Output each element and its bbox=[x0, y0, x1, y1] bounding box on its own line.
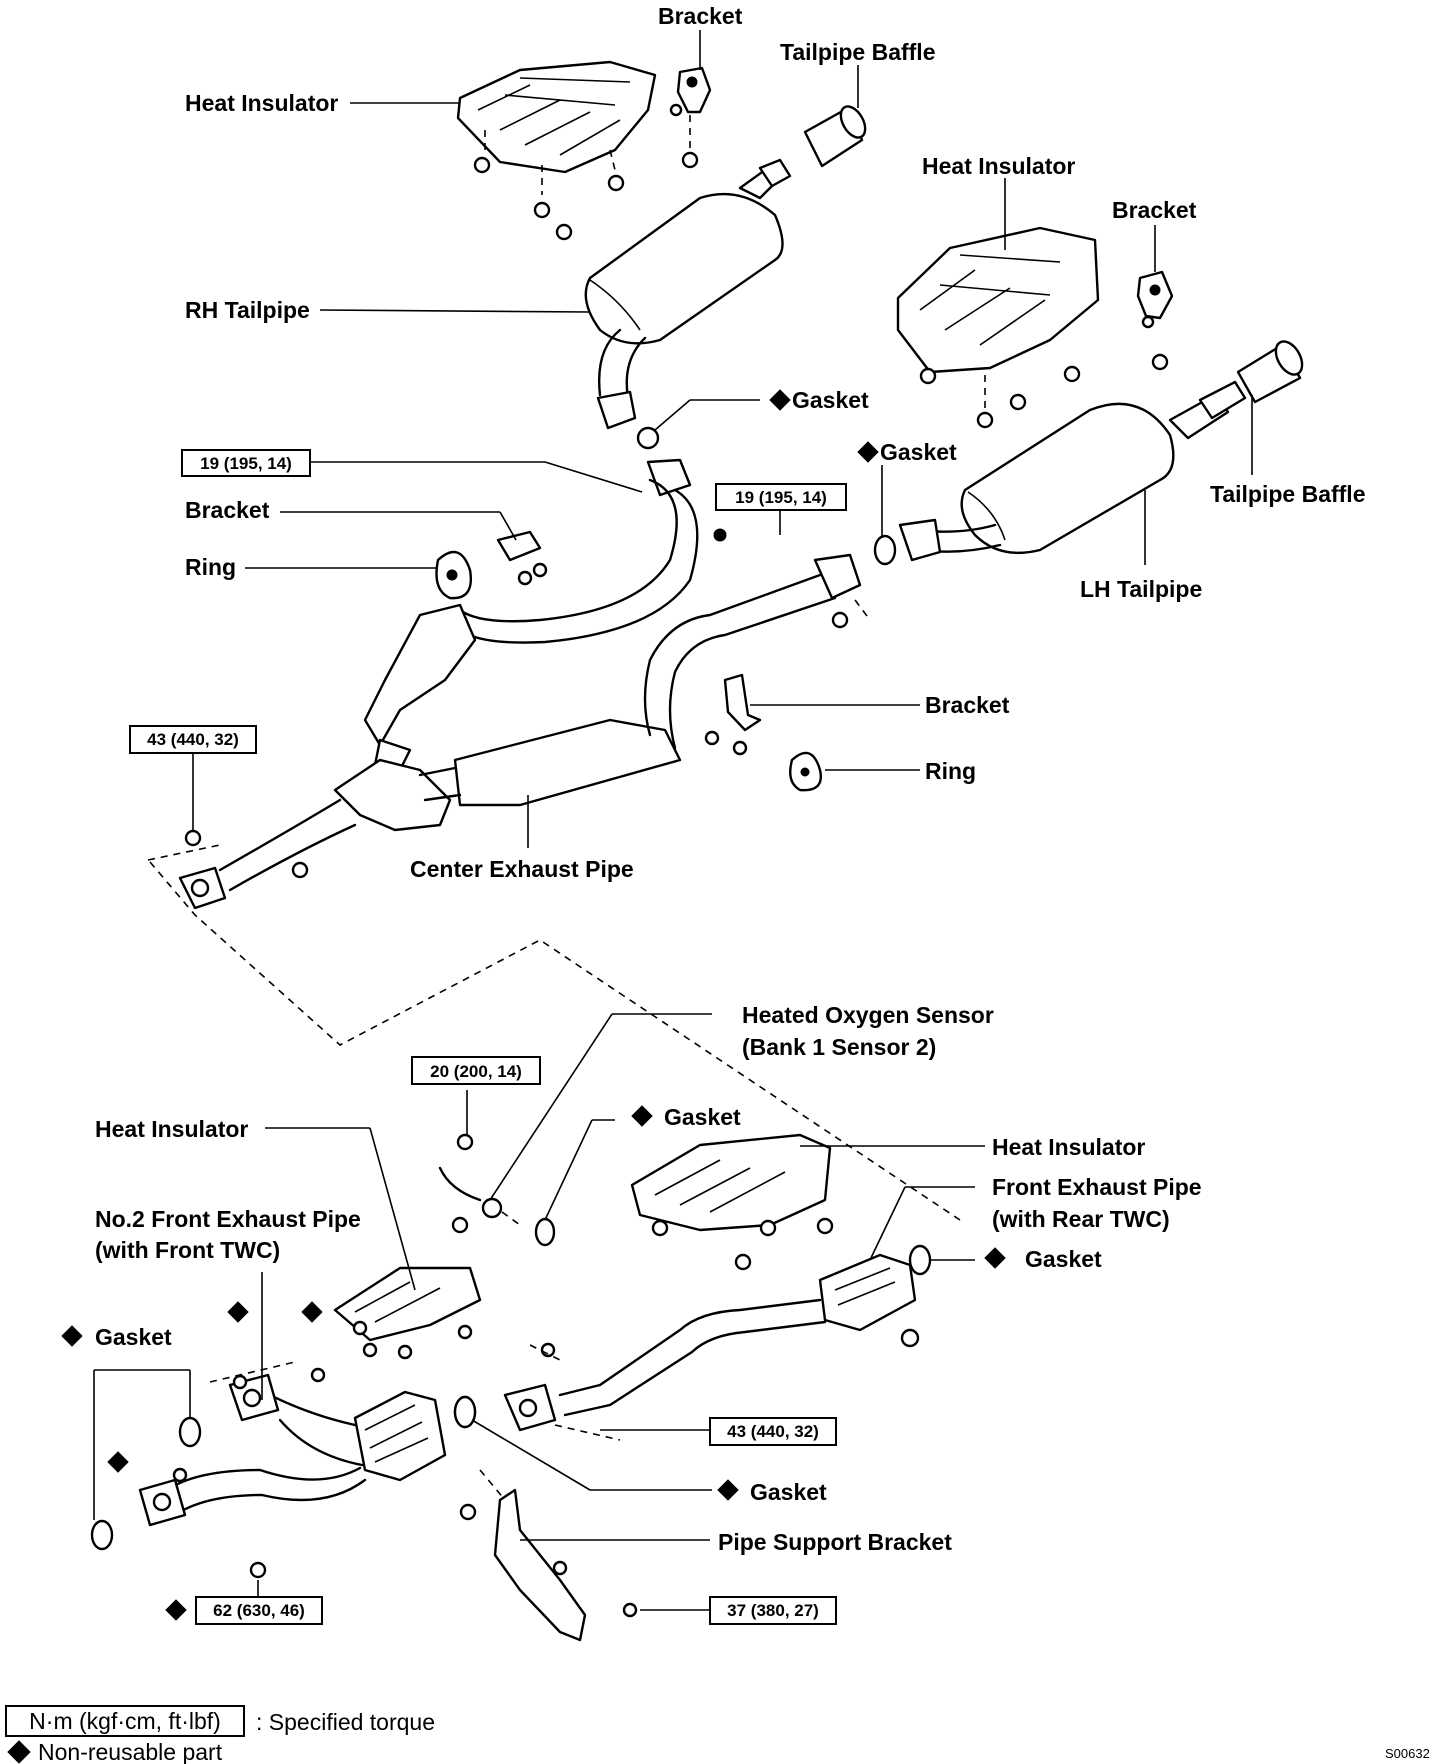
label-rh-tailpipe: RH Tailpipe bbox=[185, 297, 310, 323]
diamond-icon bbox=[61, 1325, 83, 1347]
heat-insulator-lower-left-part bbox=[333, 1266, 482, 1360]
label-ring-right: Ring bbox=[925, 758, 976, 784]
front-exhaust-pipe-part bbox=[453, 1244, 932, 1441]
bracket-mid-right-part bbox=[704, 673, 762, 756]
tailpipe-baffle-right-part bbox=[1236, 340, 1304, 404]
torque-box-62: 62 (630, 46) bbox=[195, 1596, 323, 1625]
gasket-lh-part bbox=[873, 534, 897, 566]
label-bracket-top: Bracket bbox=[658, 3, 743, 29]
torque-box-19-right: 19 (195, 14) bbox=[715, 483, 847, 511]
label-heat-insulator-top-right: Heat Insulator bbox=[922, 153, 1075, 179]
label-tailpipe-baffle-top: Tailpipe Baffle bbox=[780, 39, 936, 65]
label-bracket-mid-left: Bracket bbox=[185, 497, 270, 523]
torque-box-43-upper: 43 (440, 32) bbox=[129, 725, 257, 754]
diamond-icon bbox=[857, 441, 879, 463]
svg-text:19 (195, 14): 19 (195, 14) bbox=[735, 488, 827, 507]
bracket-top-part bbox=[669, 66, 712, 169]
svg-text:43 (440, 32): 43 (440, 32) bbox=[727, 1422, 819, 1441]
diamond-icon bbox=[301, 1301, 323, 1323]
diamond-icon bbox=[227, 1301, 249, 1323]
label-front-exhaust-pipe-2: (with Rear TWC) bbox=[992, 1206, 1170, 1232]
label-lh-tailpipe: LH Tailpipe bbox=[1080, 576, 1202, 602]
heat-insulator-lower-right-part bbox=[630, 1133, 834, 1271]
label-heat-insulator-lower-right: Heat Insulator bbox=[992, 1134, 1145, 1160]
diamond-icon bbox=[631, 1105, 653, 1127]
legend-torque-box bbox=[5, 1705, 245, 1737]
legend-torque-text: : Specified torque bbox=[256, 1709, 435, 1735]
label-no2-front-pipe-1: No.2 Front Exhaust Pipe bbox=[95, 1206, 361, 1232]
label-gasket-rh: Gasket bbox=[792, 387, 869, 413]
svg-text:19 (195, 14): 19 (195, 14) bbox=[200, 454, 292, 473]
label-heat-insulator-lower-left: Heat Insulator bbox=[95, 1116, 248, 1142]
label-no2-front-pipe-2: (with Front TWC) bbox=[95, 1237, 280, 1263]
diamond-icon bbox=[7, 1740, 31, 1764]
label-heat-insulator-top-left: Heat Insulator bbox=[185, 90, 338, 116]
label-ring-left: Ring bbox=[185, 554, 236, 580]
label-front-exhaust-pipe-1: Front Exhaust Pipe bbox=[992, 1174, 1202, 1200]
label-tailpipe-baffle-right: Tailpipe Baffle bbox=[1210, 481, 1366, 507]
label-gasket-lh: Gasket bbox=[880, 439, 957, 465]
diamond-icon bbox=[165, 1599, 187, 1621]
bracket-top-right-part bbox=[1136, 270, 1174, 371]
legend-torque-units: N·m (kgf·cm, ft·lbf) bbox=[29, 1708, 221, 1734]
figure-code: S00632 bbox=[1385, 1746, 1430, 1761]
lh-tailpipe-part bbox=[898, 380, 1247, 562]
label-gasket-lower-center: Gasket bbox=[750, 1479, 827, 1505]
center-exhaust-pipe-part bbox=[178, 458, 871, 910]
tailpipe-baffle-top-part bbox=[803, 105, 867, 168]
rh-tailpipe-part bbox=[584, 158, 792, 450]
leader-lines bbox=[93, 30, 1253, 1611]
legend: N·m (kgf·cm, ft·lbf) : Specified torque … bbox=[5, 1705, 435, 1764]
diamond-icon bbox=[717, 1479, 739, 1501]
svg-text:20 (200, 14): 20 (200, 14) bbox=[430, 1062, 522, 1081]
label-bracket-top-right: Bracket bbox=[1112, 197, 1197, 223]
ring-left-part bbox=[435, 550, 472, 600]
torque-box-20: 20 (200, 14) bbox=[411, 1056, 541, 1085]
pipe-support-bracket-part bbox=[459, 1469, 638, 1642]
non-reusable-markers bbox=[61, 389, 1006, 1621]
heat-insulator-top-left-part bbox=[456, 60, 657, 241]
label-center-exhaust-pipe: Center Exhaust Pipe bbox=[410, 856, 634, 882]
heated-oxygen-sensor-part bbox=[438, 1133, 556, 1247]
svg-text:43 (440, 32): 43 (440, 32) bbox=[147, 730, 239, 749]
diamond-icon bbox=[984, 1247, 1006, 1269]
ring-right-part bbox=[789, 751, 822, 792]
label-bracket-mid-right: Bracket bbox=[925, 692, 1010, 718]
diamond-icon bbox=[769, 389, 791, 411]
label-pipe-support-bracket: Pipe Support Bracket bbox=[718, 1529, 952, 1555]
label-gasket-lower-mid: Gasket bbox=[664, 1104, 741, 1130]
label-gasket-lower-left: Gasket bbox=[95, 1324, 172, 1350]
label-heated-oxygen-sensor-2: (Bank 1 Sensor 2) bbox=[742, 1034, 936, 1060]
svg-text:37 (380, 27): 37 (380, 27) bbox=[727, 1601, 819, 1620]
heat-insulator-top-right-part bbox=[896, 226, 1100, 429]
label-gasket-lower-right: Gasket bbox=[1025, 1246, 1102, 1272]
torque-box-19-left: 19 (195, 14) bbox=[181, 449, 311, 477]
torque-box-43-lower: 43 (440, 32) bbox=[709, 1417, 837, 1446]
label-heated-oxygen-sensor-1: Heated Oxygen Sensor bbox=[742, 1002, 994, 1028]
bracket-mid-left-part bbox=[496, 530, 548, 586]
diamond-icon bbox=[107, 1451, 129, 1473]
torque-box-37: 37 (380, 27) bbox=[709, 1596, 837, 1625]
legend-nonreusable-text: Non-reusable part bbox=[38, 1739, 223, 1764]
svg-text:62 (630, 46): 62 (630, 46) bbox=[213, 1601, 305, 1620]
no2-front-exhaust-pipe-part bbox=[90, 1361, 447, 1579]
gasket-lower-center-part bbox=[453, 1395, 477, 1429]
